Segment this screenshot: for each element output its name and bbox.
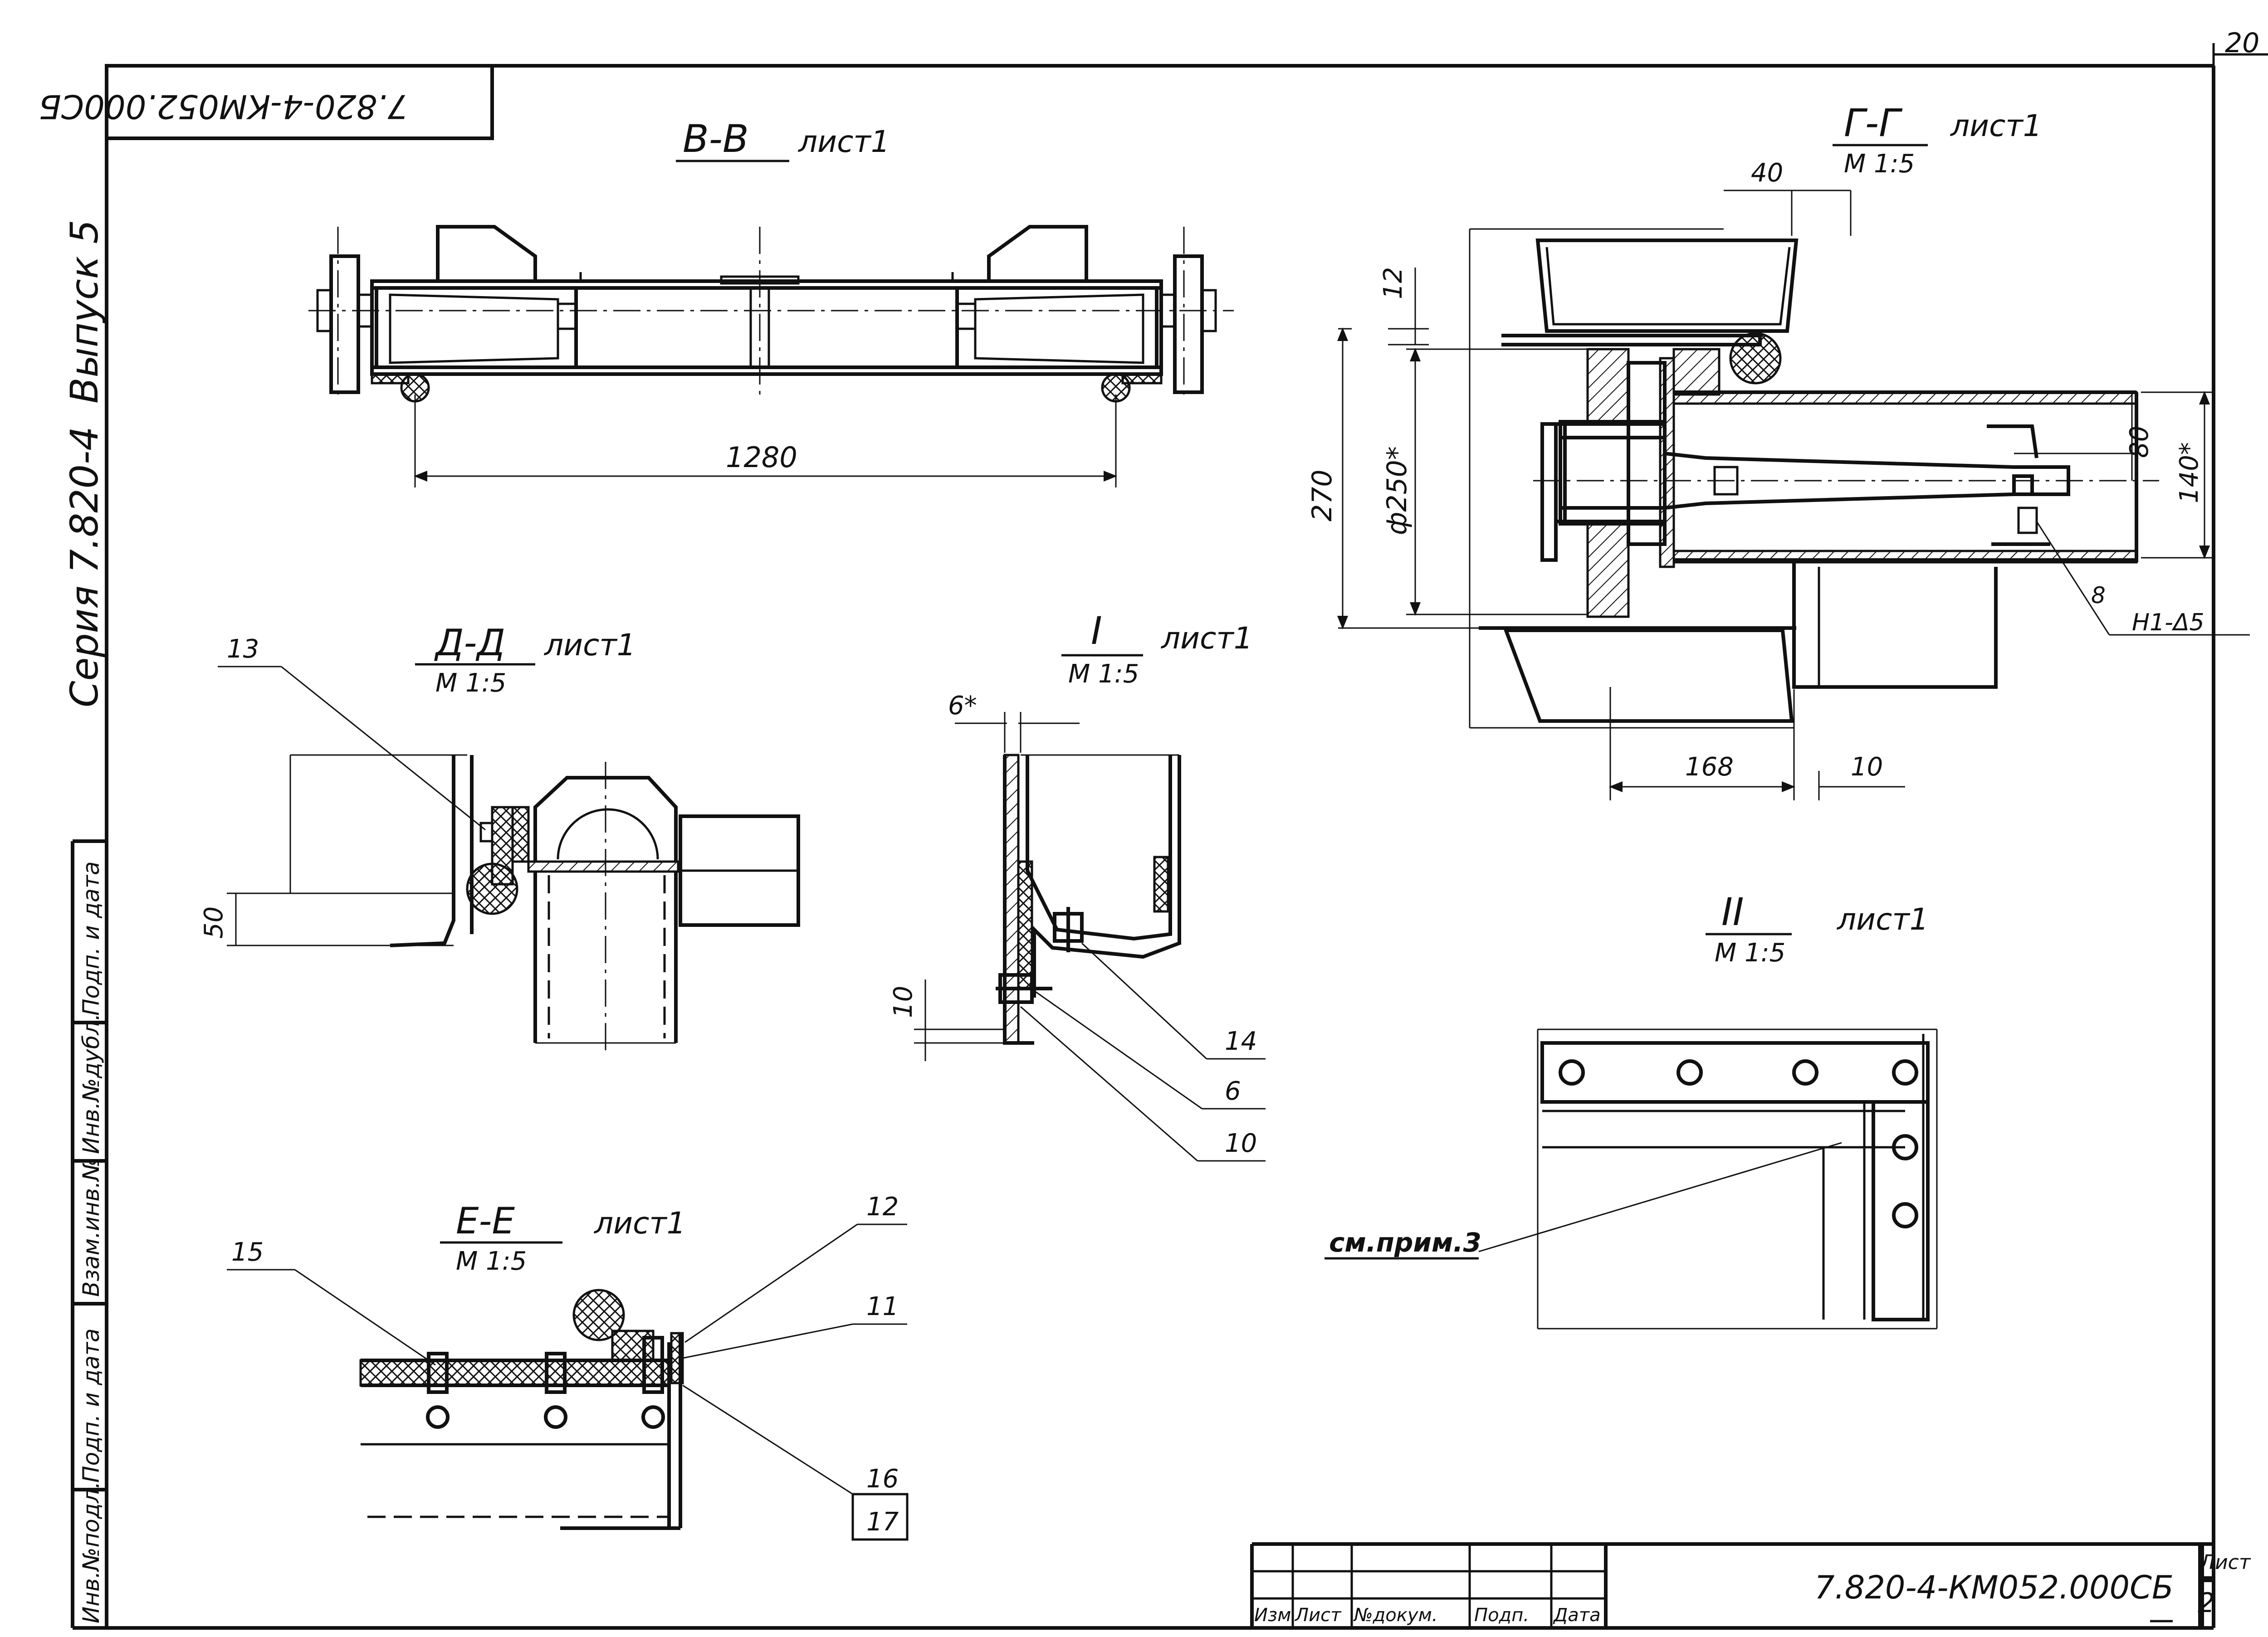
view-gg-ref: лист1 <box>1950 108 2042 143</box>
view-vv: В-В лист1 <box>308 117 1234 487</box>
view-ee-ref: лист1 <box>593 1206 686 1241</box>
view-ee-scale: М 1:5 <box>456 1247 527 1276</box>
view-dd: Д-Д М 1:5 лист1 50 13 <box>199 622 800 1052</box>
view-vv-ref: лист1 <box>797 124 890 159</box>
callout-11: 11 <box>866 1292 899 1321</box>
dim-10-i: 10 <box>889 986 918 1018</box>
dim-1280: 1280 <box>726 441 797 474</box>
view-dd-title: Д-Д <box>434 622 505 664</box>
dim-12: 12 <box>1378 267 1408 299</box>
dim-140: 140* <box>2175 442 2204 503</box>
title-block: Изм Лист №докум. Подп. Дата 7.820-4-КМ05… <box>1250 1542 2214 1628</box>
dim-phi250: ф250* <box>1381 446 1413 535</box>
callout-15: 15 <box>231 1237 264 1267</box>
dim-10-gg: 10 <box>1851 752 1883 782</box>
corner-number: 20 <box>2225 27 2259 59</box>
bolts-ee <box>426 1336 665 1429</box>
stamp-label-3: Взам.инв.№ <box>78 1157 104 1297</box>
view-vv-title: В-В <box>683 117 749 161</box>
view-ee-title: Е-Е <box>456 1200 515 1242</box>
tb-header-doc: №докум. <box>1353 1605 1437 1626</box>
top-stamp-text: 7.820-4-КМ052.000СБ <box>39 88 408 126</box>
callout-13: 13 <box>227 634 259 664</box>
callout-17: 17 <box>866 1507 899 1537</box>
tb-header-list: Лист <box>1294 1605 1342 1626</box>
tb-sheet-no: 2 <box>2198 1587 2215 1619</box>
callout-16: 16 <box>866 1464 899 1494</box>
view-gg-scale: М 1:5 <box>1844 149 1915 179</box>
tb-header-izm: Изм <box>1254 1605 1291 1626</box>
tb-designation: 7.820-4-КМ052.000СБ <box>1814 1569 2174 1606</box>
note-prim3: см.прим.3 <box>1329 1227 1481 1258</box>
stamp-label-5: Подп. и дата <box>78 861 104 1016</box>
tb-header-sign: Подп. <box>1474 1605 1529 1626</box>
view-gg-title: Г-Г <box>1844 101 1903 145</box>
top-stamp-box: 7.820-4-КМ052.000СБ <box>39 64 494 140</box>
dim-50: 50 <box>199 906 229 939</box>
view-i: I М 1:5 лист1 6* 10 14 6 10 <box>889 609 1266 1162</box>
view-ii-scale: М 1:5 <box>1715 938 1785 968</box>
view-ii-ref: лист1 <box>1836 902 1929 937</box>
dim-80: 80 <box>2125 426 2154 458</box>
tb-header-date: Дата <box>1553 1605 1601 1626</box>
stamp-label-4: Инв.№дубл. <box>78 1013 104 1154</box>
dim-270: 270 <box>1306 469 1338 521</box>
view-ee: Е-Е М 1:5 лист1 15 12 11 <box>227 1192 909 1541</box>
view-ii: II М 1:5 лист1 см.прим.3 <box>1325 890 1938 1330</box>
series-text: Серия 7.820-4 <box>62 426 107 707</box>
dim-6: 6* <box>948 691 977 721</box>
issue-text: Выпуск 5 <box>62 219 107 404</box>
view-i-scale: М 1:5 <box>1068 659 1139 689</box>
callout-10: 10 <box>1225 1129 1257 1158</box>
stamp-label-2: Подп. и дата <box>78 1328 104 1483</box>
left-margin-texts: Серия 7.820-4 Выпуск 5 <box>62 219 107 707</box>
view-ii-title: II <box>1721 890 1744 934</box>
stamp-label-1: Инв.№подл. <box>78 1481 104 1623</box>
callout-h1: Н1-Δ5 <box>2132 609 2204 636</box>
callout-12: 12 <box>866 1192 899 1222</box>
view-dd-ref: лист1 <box>543 628 636 663</box>
view-dd-scale: М 1:5 <box>435 668 506 698</box>
bolt-heads-ii <box>1559 1059 1918 1228</box>
view-i-title: I <box>1091 609 1102 653</box>
tb-sheet-label: Лист <box>2199 1551 2251 1574</box>
dim-40: 40 <box>1751 158 1783 188</box>
sheet-number-cell <box>2200 1544 2214 1628</box>
callout-8: 8 <box>2091 582 2106 609</box>
callout-6: 6 <box>1225 1077 1241 1106</box>
left-stamp-column: Инв.№подл. Подп. и дата Взам.инв.№ Инв.№… <box>71 839 108 1630</box>
callout-14: 14 <box>1225 1027 1257 1056</box>
view-i-ref: лист1 <box>1160 621 1253 656</box>
view-gg: Г-Г М 1:5 лист1 <box>1306 101 2250 800</box>
dim-168: 168 <box>1685 752 1734 782</box>
